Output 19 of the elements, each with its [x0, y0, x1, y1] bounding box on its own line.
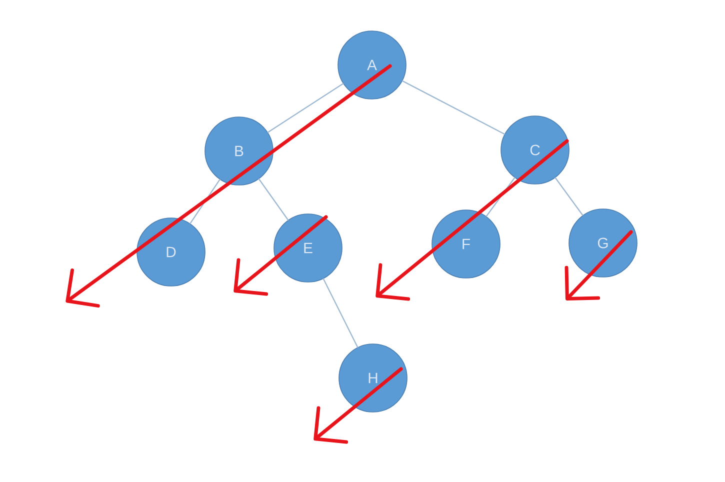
circle-node: G — [568, 208, 638, 278]
connector-line — [322, 278, 358, 348]
circle-node: H — [338, 344, 408, 412]
connector-line — [267, 83, 344, 133]
circle-node: B — [204, 116, 274, 186]
circle-node: F — [432, 210, 500, 278]
circle-node: A — [338, 30, 406, 100]
connector-line — [554, 177, 584, 216]
arrow — [564, 230, 633, 300]
connector-line — [486, 177, 516, 217]
circle-node: E — [274, 214, 342, 282]
circle-node: C — [500, 116, 570, 184]
arrow — [314, 367, 403, 444]
arrow — [376, 139, 569, 301]
arrow — [66, 64, 392, 308]
arrow — [234, 215, 328, 296]
connector-line — [402, 80, 506, 135]
connector-line — [258, 178, 289, 221]
circle-node: D — [136, 218, 206, 286]
